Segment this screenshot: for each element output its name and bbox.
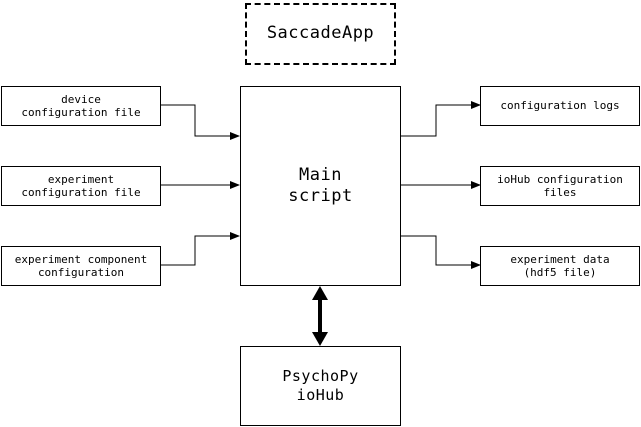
app-title: SaccadeApp (266, 23, 375, 44)
component-config-label: experiment component configuration (14, 252, 148, 279)
iohub-box: PsychoPy ioHub (240, 346, 401, 426)
experiment-data-box: experiment data (hdf5 file) (480, 246, 640, 286)
arrow-main-to-config-logs (401, 101, 481, 137)
iohub-label: PsychoPy ioHub (282, 367, 359, 404)
arrow-device-config-to-main (160, 104, 240, 140)
bidirectional-arrow-main-iohub (312, 286, 328, 346)
arrow-component-config-to-main (160, 232, 240, 266)
app-title-box: SaccadeApp (245, 3, 396, 65)
arrow-main-to-experiment-data (401, 235, 481, 269)
main-script-label: Main script (288, 164, 353, 206)
experiment-config-box: experiment configuration file (1, 166, 161, 206)
device-config-label: device configuration file (21, 92, 141, 119)
iohub-config-box: ioHub configuration files (480, 166, 640, 206)
device-config-box: device configuration file (1, 86, 161, 126)
main-script-box: Main script (240, 86, 401, 286)
config-logs-label: configuration logs (500, 99, 620, 113)
experiment-data-label: experiment data (hdf5 file) (510, 252, 610, 279)
config-logs-box: configuration logs (480, 86, 640, 126)
iohub-config-label: ioHub configuration files (497, 172, 623, 199)
component-config-box: experiment component configuration (1, 246, 161, 286)
experiment-config-label: experiment configuration file (21, 172, 141, 199)
